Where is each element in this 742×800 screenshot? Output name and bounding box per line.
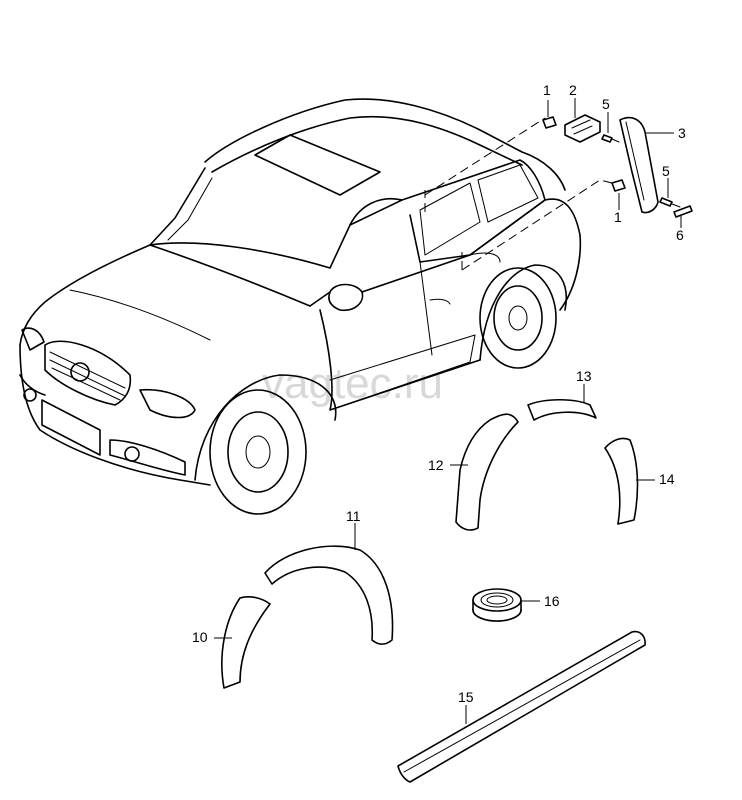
callout-1-lower: 1 [614,209,622,225]
leader-dash-upper [424,117,546,196]
part-2-bracket: 2 [564,82,601,143]
callout-6: 6 [676,227,684,243]
part-5-screw-lower: 5 [659,163,681,208]
part-13-arch-top: 13 [527,368,597,421]
callout-10: 10 [192,629,208,645]
callout-5-upper: 5 [602,96,610,112]
part-1-clip-upper: 1 [542,82,557,129]
part-10-arch-front-lower: 10 [192,596,271,689]
watermark-text: vagtec.ru [262,359,443,408]
callout-1-upper: 1 [543,82,551,98]
part-3-trim: 3 [619,116,686,214]
callout-5-lower: 5 [662,163,670,179]
part-5-screw-upper: 5 [601,96,620,143]
callout-3: 3 [678,125,686,141]
leader-dash-lower [461,179,621,271]
part-15-sill-molding: 15 [397,630,646,783]
part-1-clip-lower: 1 [611,179,626,225]
callout-16: 16 [544,593,560,609]
callout-12: 12 [428,457,444,473]
callout-15: 15 [458,689,474,705]
part-16-tape-roll: 16 [472,588,560,622]
callout-2: 2 [569,82,577,98]
part-6-pin: 6 [673,205,693,243]
callout-13: 13 [576,368,592,384]
part-11-arch-front-main: 11 [264,508,394,645]
part-14-arch-rear: 14 [604,437,675,525]
callout-14: 14 [659,471,675,487]
callout-11: 11 [346,508,361,524]
vehicle-illustration [19,98,582,515]
part-12-arch-front: 12 [428,413,519,531]
